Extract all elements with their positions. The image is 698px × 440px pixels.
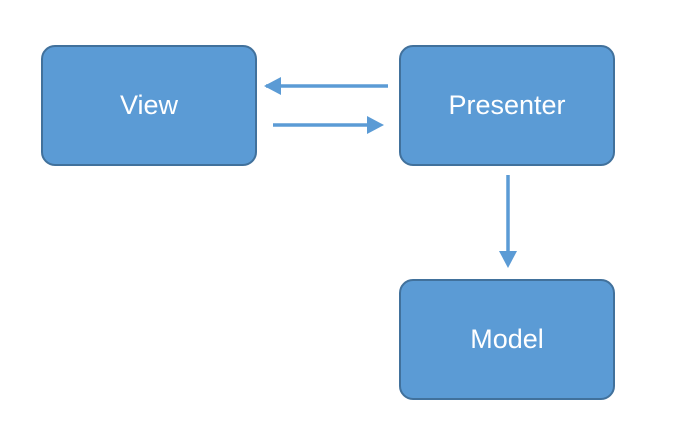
node-presenter: Presenter — [399, 45, 615, 166]
edge-view-to-presenter — [273, 116, 384, 134]
node-model: Model — [399, 279, 615, 400]
edge-presenter-to-view — [264, 77, 388, 95]
node-model-label: Model — [470, 324, 544, 354]
edge-presenter-to-model — [499, 175, 517, 268]
node-view-label: View — [119, 90, 179, 120]
node-presenter-label: Presenter — [448, 90, 566, 120]
node-view: View — [41, 45, 257, 166]
